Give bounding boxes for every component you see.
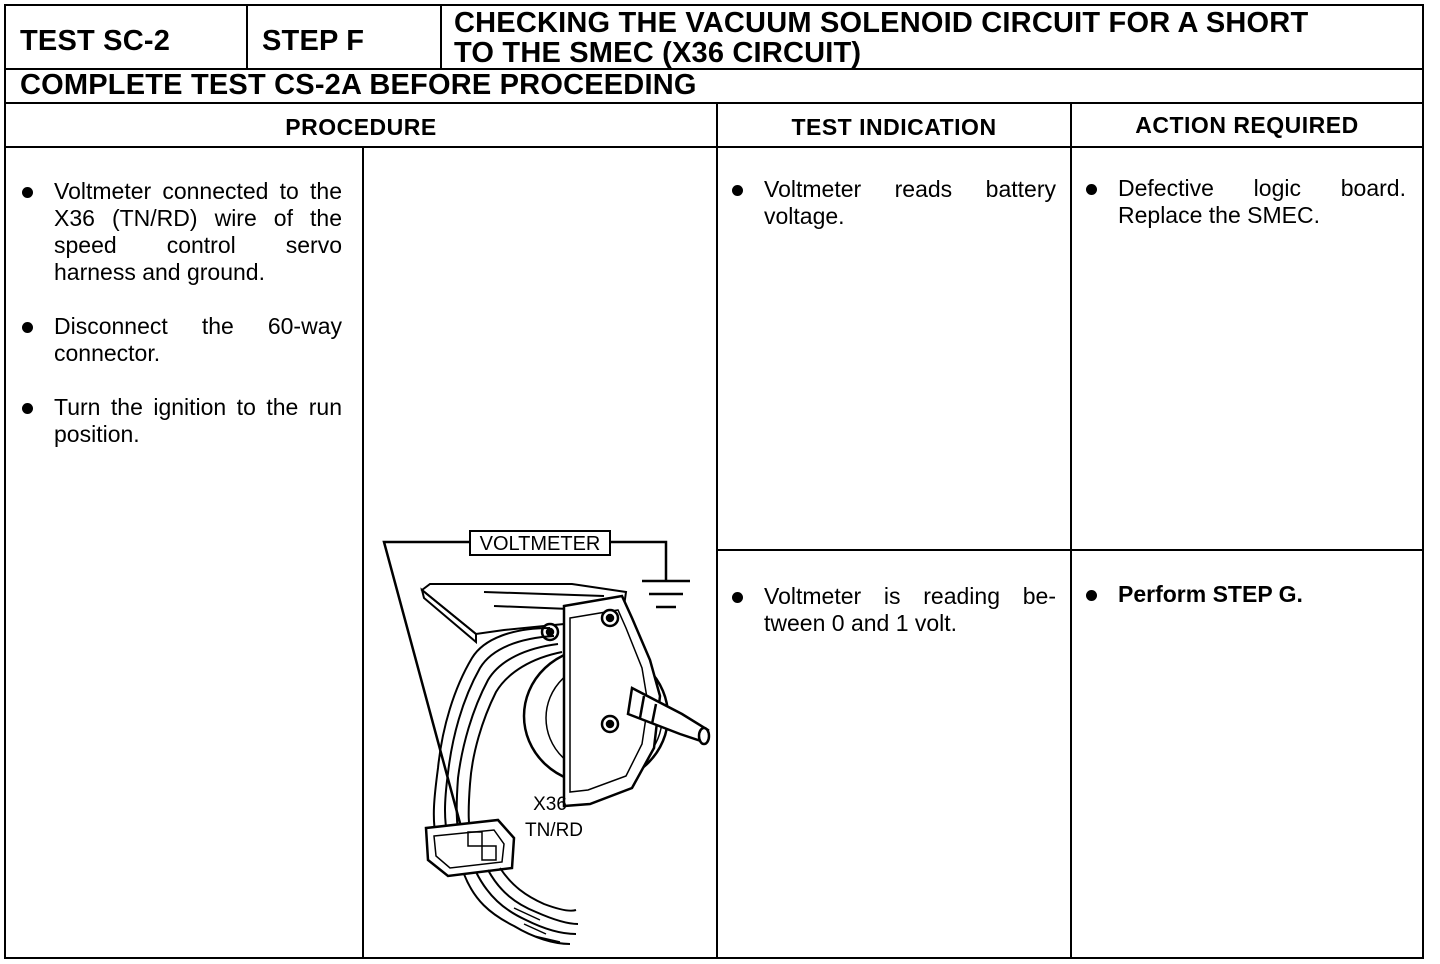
procedure-step: Voltmeter connected to the X36 (TN/RD) w… bbox=[20, 178, 342, 286]
voltmeter-icon: VOLTMETER bbox=[469, 530, 611, 556]
divider bbox=[246, 6, 248, 68]
test-id: TEST SC-2 bbox=[20, 26, 240, 56]
step-label: STEP F bbox=[262, 26, 442, 56]
wire-harness-icon bbox=[432, 627, 563, 845]
step-text: STEP F bbox=[262, 25, 365, 57]
test-indication-1: Voltmeter reads battery voltage. bbox=[730, 176, 1056, 230]
meter-lead-positive bbox=[382, 540, 470, 839]
indication-text: Voltmeter reads battery voltage. bbox=[730, 176, 1056, 230]
action-required-2: Perform STEP G. bbox=[1084, 581, 1406, 608]
speed-control-servo-icon bbox=[522, 594, 711, 808]
prerequisite: COMPLETE TEST CS-2A BEFORE PROCEEDING bbox=[20, 69, 697, 101]
column-test-indication: TEST INDICATION bbox=[791, 114, 997, 140]
indication-text: Voltmeter is reading be- tween 0 and 1 v… bbox=[730, 583, 1056, 637]
wire-color-label: TN/RD bbox=[525, 820, 583, 841]
voltmeter-label: VOLTMETER bbox=[480, 533, 601, 555]
divider bbox=[440, 6, 442, 68]
procedure-list: Voltmeter connected to the X36 (TN/RD) w… bbox=[20, 178, 342, 448]
action-text: Defective logic board. Replace the SMEC. bbox=[1084, 175, 1406, 229]
divider bbox=[6, 102, 1422, 104]
meter-lead-ground bbox=[610, 540, 668, 580]
divider bbox=[6, 68, 1422, 70]
title-line-1: CHECKING THE VACUUM SOLENOID CIRCUIT FOR… bbox=[454, 7, 1309, 39]
divider bbox=[362, 146, 364, 959]
divider bbox=[1070, 102, 1072, 959]
divider bbox=[6, 146, 1422, 148]
divider bbox=[716, 102, 718, 959]
wire-code-label: X36 bbox=[533, 794, 567, 815]
title-line-2: TO THE SMEC (X36 CIRCUIT) bbox=[454, 37, 862, 69]
test-id-text: TEST SC-2 bbox=[20, 25, 171, 57]
divider bbox=[716, 549, 1422, 551]
column-action-required: ACTION REQUIRED bbox=[1135, 112, 1359, 138]
action-required-1: Defective logic board. Replace the SMEC. bbox=[1084, 175, 1406, 229]
voltmeter-connection-diagram: VOLTMETER bbox=[382, 530, 711, 945]
test-indication-2: Voltmeter is reading be- tween 0 and 1 v… bbox=[730, 583, 1056, 637]
ground-symbol-icon bbox=[642, 579, 690, 609]
column-procedure: PROCEDURE bbox=[285, 114, 437, 140]
procedure-step: Disconnect the 60-way connector. bbox=[20, 313, 342, 367]
procedure-step: Turn the ignition to the run position. bbox=[20, 394, 342, 448]
test-procedure-sheet: TEST SC-2 STEP F CHECKING THE VACUUM SOL… bbox=[4, 4, 1424, 959]
title: CHECKING THE VACUUM SOLENOID CIRCUIT FOR… bbox=[454, 8, 1414, 68]
connector-icon bbox=[424, 818, 516, 878]
action-text: Perform STEP G. bbox=[1084, 581, 1406, 608]
harness-tail-icon bbox=[463, 867, 579, 945]
